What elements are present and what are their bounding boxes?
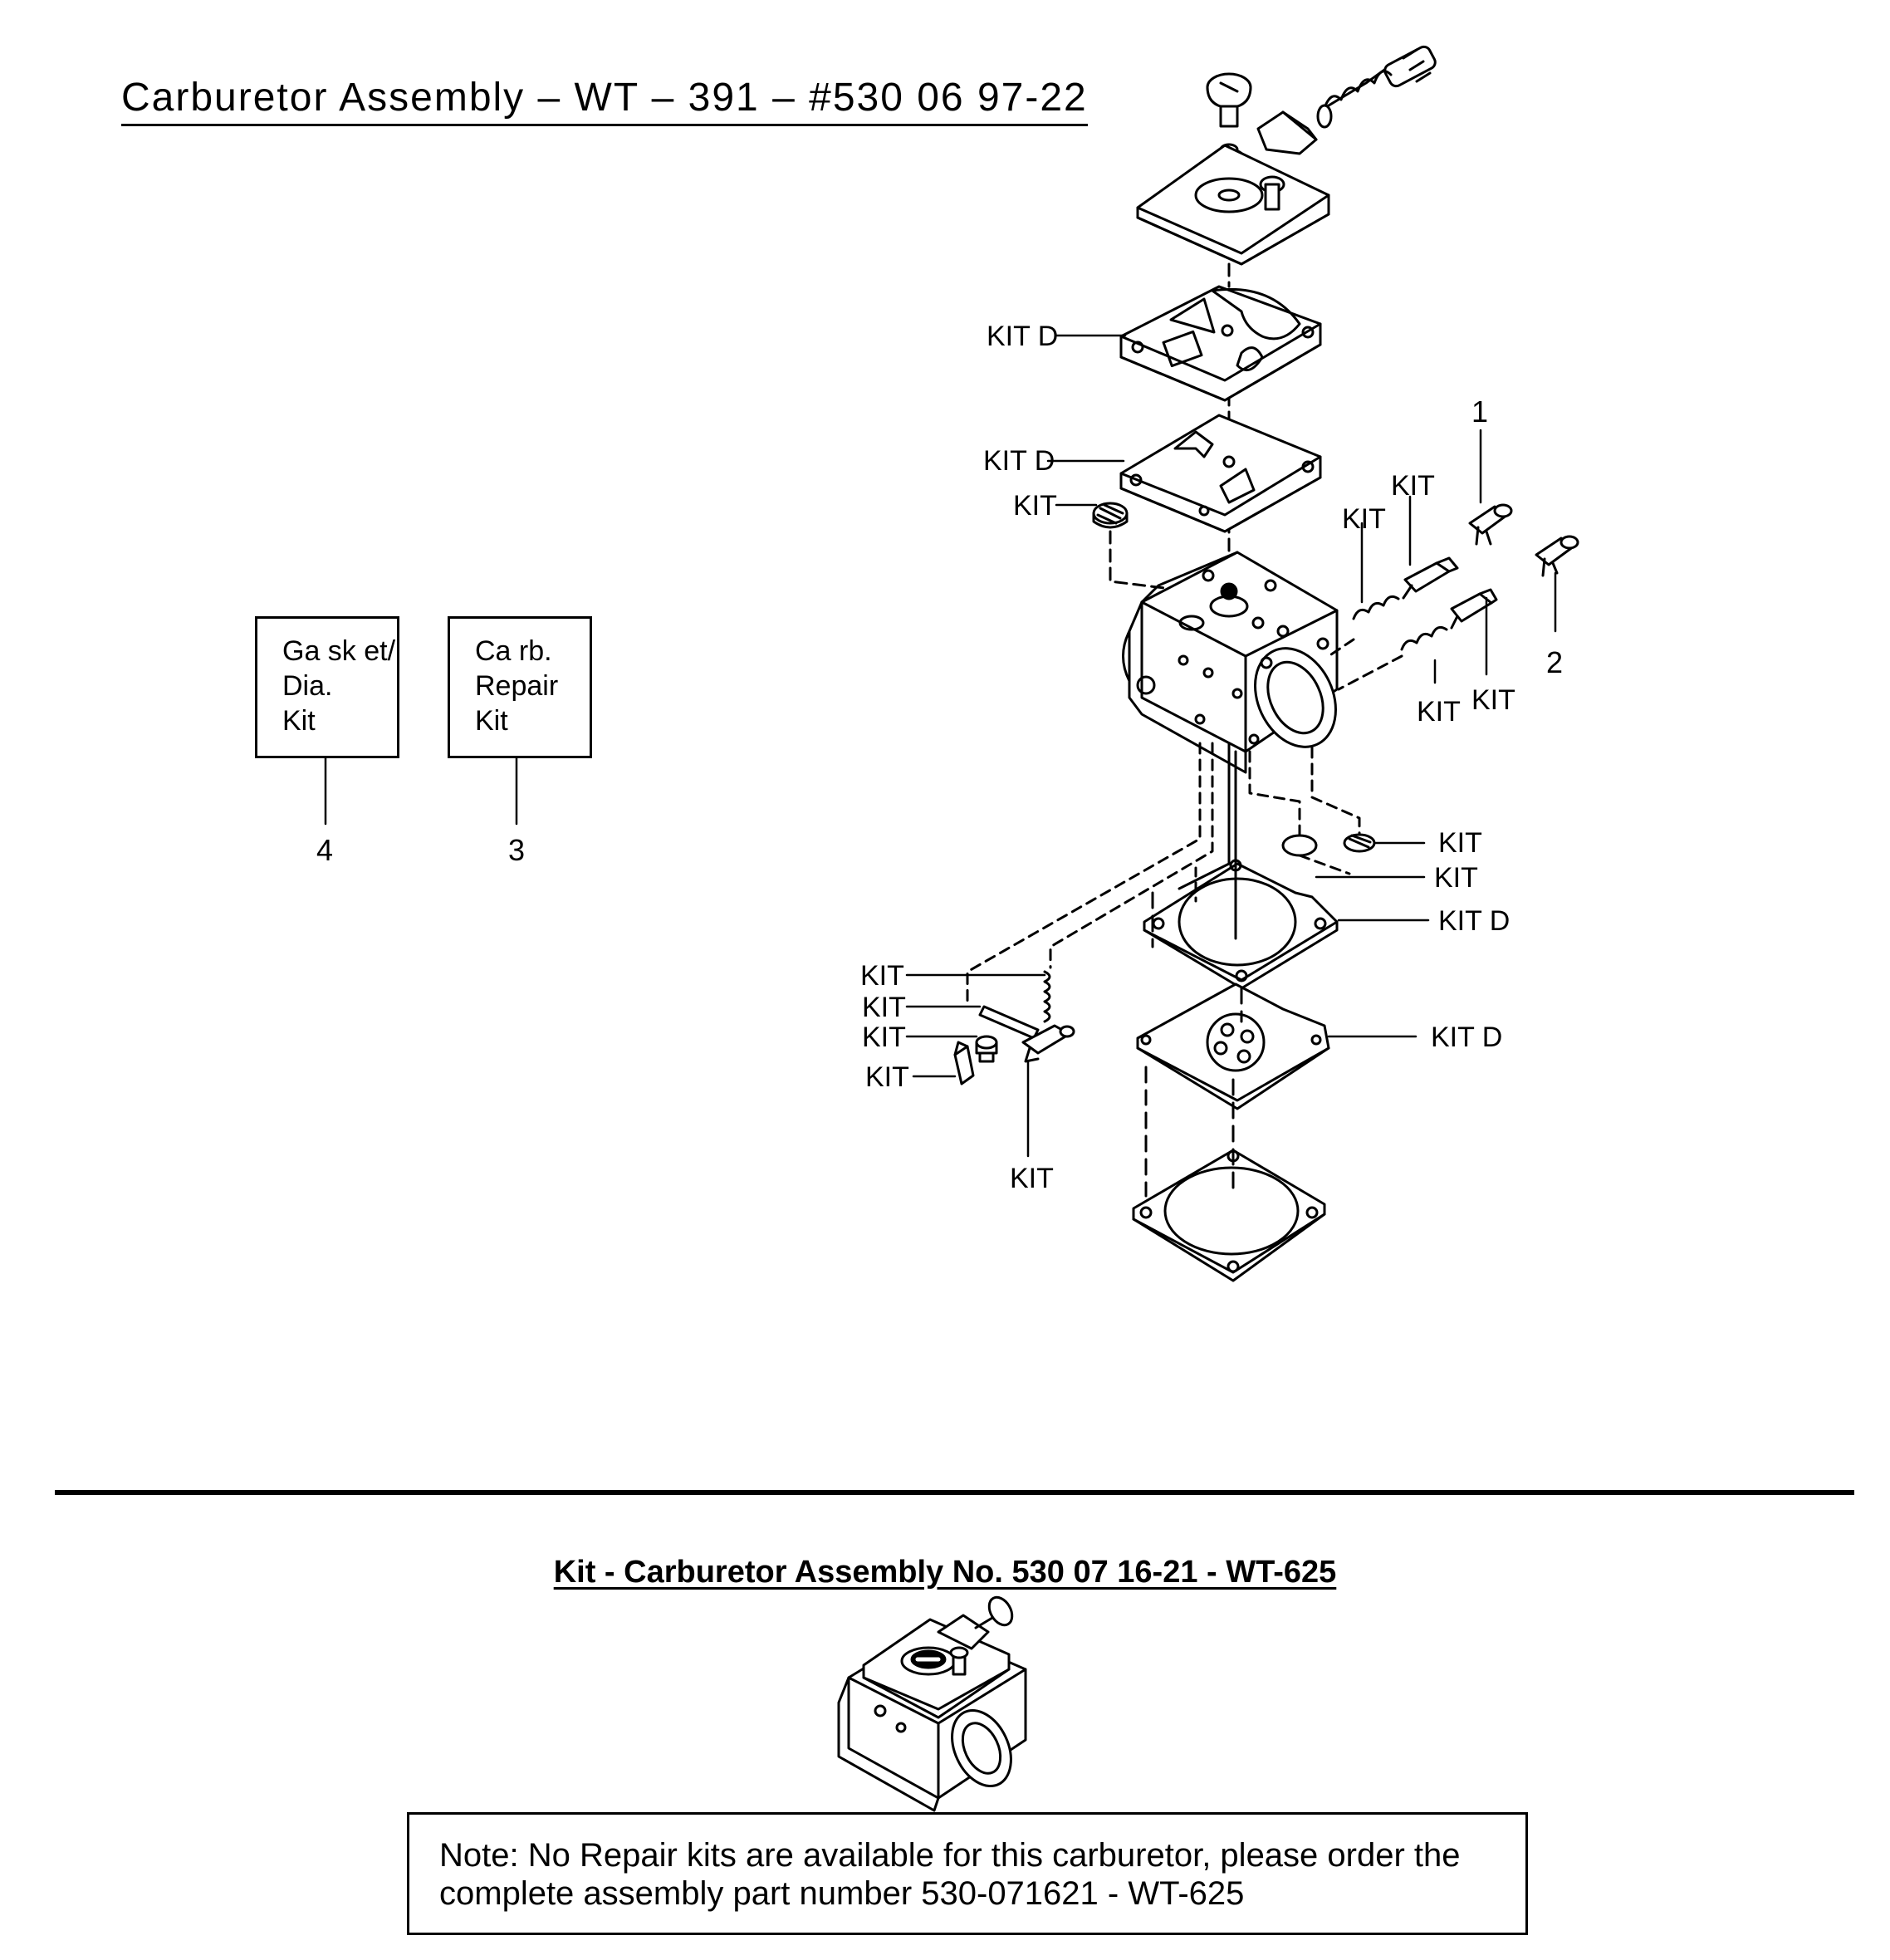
callout-kit-low-spring: KIT [1417, 696, 1461, 728]
note-line-2: complete assembly part number 530-071621… [439, 1875, 1245, 1912]
metering-lever [1021, 1024, 1075, 1063]
inlet-spring [1043, 970, 1051, 1023]
lever-screw [975, 1035, 998, 1063]
callout-kit-d-cover-gasket: KIT D [987, 321, 1059, 352]
note-box: Note: No Repair kits are available for t… [407, 1812, 1528, 1935]
metering-cover [1132, 1149, 1326, 1282]
ref-number-1: 1 [1471, 394, 1489, 429]
ref-number-2: 2 [1546, 645, 1564, 679]
lever-pin [978, 1005, 1040, 1040]
ref-number-3: 3 [508, 833, 526, 867]
limiter-caps [1468, 503, 1579, 577]
top-screw [1206, 72, 1252, 128]
metering-gasket [1143, 859, 1339, 990]
adjust-needles [1327, 556, 1498, 691]
carburetor-body [1122, 551, 1339, 774]
callout-kit-needle: KIT [1391, 470, 1435, 502]
callout-kit-screen-low: KIT [1438, 827, 1482, 859]
callout-kit-d-metering-gasket: KIT D [1438, 905, 1511, 937]
callout-kit-inlet-spring: KIT [860, 960, 904, 992]
pump-cover [1136, 144, 1330, 266]
metering-diaphragm [1136, 982, 1330, 1110]
leader-lines [324, 334, 1557, 1158]
section-divider [55, 1490, 1854, 1495]
page-title: Carburetor Assembly – WT – 391 – #530 06… [121, 76, 1088, 126]
callout-kit-d-metering-diaphragm: KIT D [1431, 1022, 1503, 1053]
pump-diaphragm [1119, 414, 1322, 533]
idle-needle [1316, 45, 1437, 129]
needle-path-lines [966, 742, 1231, 1007]
callout-kit-needle-spring: KIT [1342, 503, 1386, 535]
callout-kit-inlet-needle: KIT [865, 1061, 909, 1093]
callout-kit-disc: KIT [1434, 862, 1478, 894]
carb-repair-kit-box: Ca rb. Repair Kit [448, 616, 592, 758]
pump-gasket [1119, 285, 1322, 402]
inlet-needle [953, 1041, 975, 1085]
ref-number-4: 4 [316, 833, 334, 867]
kit-section-title: Kit - Carburetor Assembly No. 530 07 16-… [553, 1555, 1337, 1590]
note-line-1: Note: No Repair kits are available for t… [439, 1837, 1461, 1874]
callout-kit-metering-lever: KIT [1010, 1163, 1054, 1194]
callout-kit-screen: KIT [1013, 490, 1057, 522]
metering-discs [1281, 833, 1376, 857]
callout-kit-d-pump-diaphragm: KIT D [983, 445, 1055, 477]
gasket-diaphragm-kit-box: Ga sk et/ Dia. Kit [255, 616, 399, 758]
inlet-screen [1092, 502, 1129, 529]
callout-kit-lever-screw: KIT [862, 1022, 906, 1053]
kit-carburetor-illustration [837, 1595, 1027, 1812]
callout-kit-low-needle: KIT [1471, 684, 1515, 716]
disc-dash-lines [1248, 746, 1361, 875]
callout-kit-lever-pin: KIT [862, 992, 906, 1023]
lower-assembly-lines [1144, 891, 1243, 1198]
